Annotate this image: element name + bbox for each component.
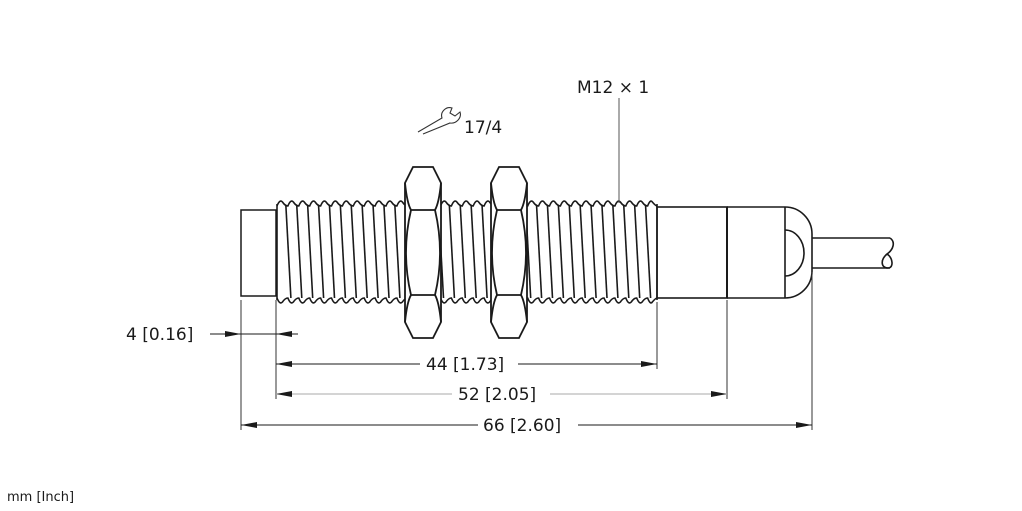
thread-crest-line: [394, 205, 401, 299]
thread-crest-line: [470, 205, 477, 299]
thread-crest-line: [317, 205, 325, 299]
sensor-front-cap: [240, 209, 277, 297]
thread-crest-line: [623, 205, 630, 299]
sensor-cable: [812, 237, 895, 269]
thread-crest-line: [296, 205, 303, 299]
dimension-label-front-cap: 4 [0.16]: [126, 325, 193, 345]
wrench-size-label: 17/4: [464, 118, 502, 138]
thread-crest-line: [590, 205, 597, 299]
thread-crest-line: [481, 205, 488, 299]
thread-crest-line: [306, 205, 314, 299]
thread-crest-line: [383, 205, 390, 299]
thread-crest-line: [339, 205, 347, 299]
thread-crest-line: [372, 205, 379, 299]
hex-nut-facets: [490, 182, 528, 323]
thread-crest-line: [361, 205, 368, 299]
hex-nut: [490, 166, 528, 339]
thread-crest-line: [568, 205, 576, 299]
thread-crest-line: [644, 205, 652, 299]
sensor-rear-body: [656, 206, 813, 299]
thread-crest-line: [535, 205, 543, 299]
thread-crest-line: [579, 205, 586, 299]
thread-crest-line: [459, 205, 467, 299]
hex-nuts: [404, 166, 528, 339]
thread-edge: [276, 200, 658, 207]
thread-crest-line: [633, 205, 641, 299]
thread-crest-line: [328, 205, 336, 299]
extension-lines: [240, 272, 813, 430]
hex-nut-facets: [404, 182, 442, 323]
thread-crest-line: [448, 205, 456, 299]
hex-nut: [404, 166, 442, 339]
dimension-label-body-length: 52 [2.05]: [458, 385, 536, 405]
thread-crest-line: [285, 205, 292, 299]
thread-crest-line: [612, 205, 619, 299]
wrench-icon: [417, 107, 461, 135]
thread-crest-line: [601, 205, 608, 299]
dimension-label-overall-length: 66 [2.60]: [483, 416, 561, 436]
units-note: mm [Inch]: [7, 490, 74, 505]
thread-crest-line: [557, 205, 565, 299]
thread-crest-line: [350, 205, 358, 299]
thread-edge: [276, 297, 658, 304]
dimension-label-thread-length: 44 [1.73]: [426, 355, 504, 375]
threaded-body: [276, 200, 658, 304]
thread-crest-line: [546, 205, 554, 299]
thread-label: M12 × 1: [577, 78, 649, 98]
